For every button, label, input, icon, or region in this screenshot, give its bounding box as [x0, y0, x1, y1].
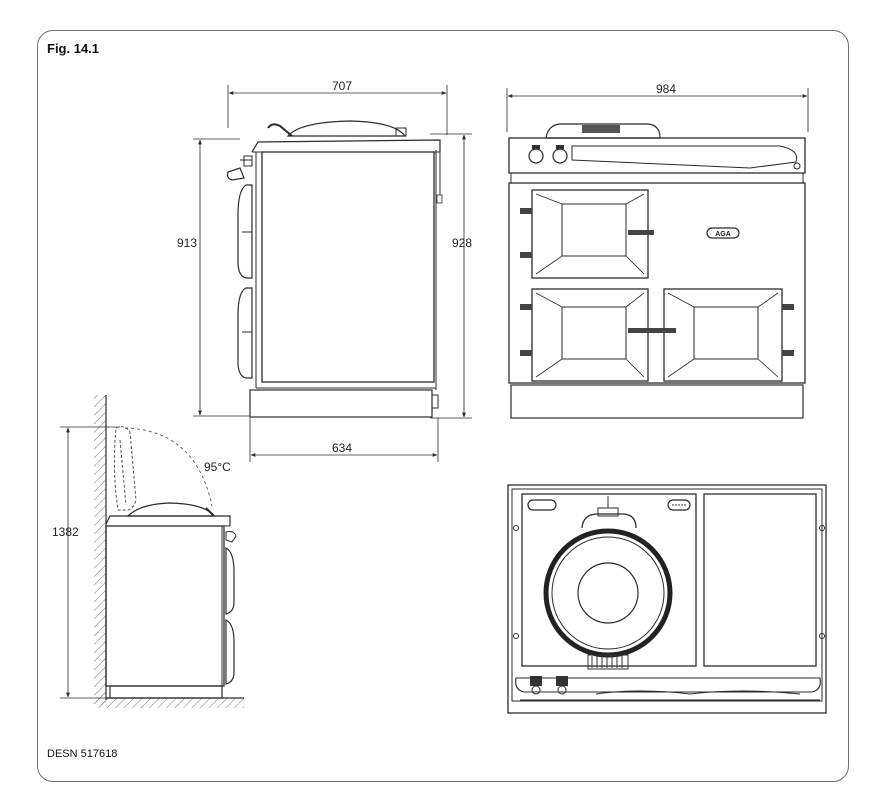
- dim-side-base-width: 634: [332, 441, 352, 455]
- figure-frame: [37, 30, 849, 782]
- dim-side-height-left: 913: [177, 236, 197, 250]
- aga-badge-text: AGA: [715, 231, 731, 238]
- plan-view: [507, 484, 827, 714]
- dim-lid-angle: 95°C: [204, 460, 231, 474]
- dim-side-height-right: 928: [452, 236, 472, 250]
- aga-badge: [706, 227, 740, 239]
- side-elevation: 707 913 928 634: [177, 79, 472, 462]
- drawing-code: DESN 517618: [47, 748, 118, 760]
- front-elevation: 984: [506, 82, 809, 419]
- dim-side-top-width: 707: [332, 79, 352, 93]
- figure-title: Fig. 14.1: [47, 41, 100, 56]
- lid-open-view: 1382 95°C: [52, 395, 244, 708]
- lid-handle: [582, 125, 620, 133]
- dim-lid-open-height: 1382: [52, 525, 79, 539]
- dim-front-width: 984: [656, 82, 676, 96]
